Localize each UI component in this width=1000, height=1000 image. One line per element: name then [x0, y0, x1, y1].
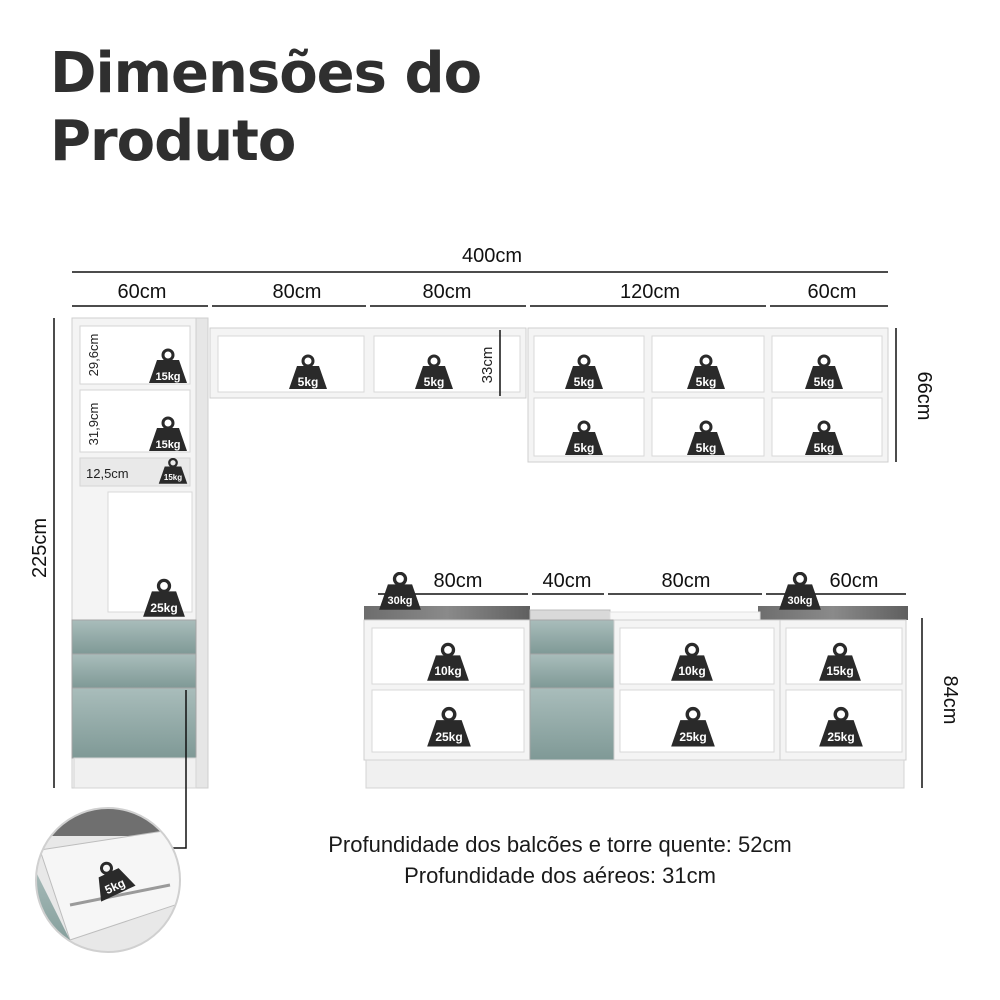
svg-text:5kg: 5kg	[298, 375, 319, 389]
svg-text:10kg: 10kg	[678, 664, 705, 678]
top-dimension-lines	[72, 271, 888, 307]
weight-badge-upper-8: 5kg	[804, 420, 844, 456]
weight-badge-base-3: 15kg	[818, 642, 862, 682]
weight-badge-countertop-1: 30kg	[378, 572, 422, 610]
svg-text:25kg: 25kg	[679, 730, 706, 744]
weight-badge-base-1: 10kg	[426, 642, 470, 682]
upper-width-1: 60cm	[118, 281, 167, 303]
base-height-label: 84cm	[939, 676, 961, 725]
upper-width-2: 80cm	[273, 281, 322, 303]
title-line-1: Dimensões do	[50, 41, 482, 106]
weight-badge-countertop-2: 30kg	[778, 572, 822, 610]
svg-text:15kg: 15kg	[155, 371, 180, 383]
base-width-2: 40cm	[543, 570, 592, 592]
weight-badge-upper-5: 5kg	[804, 354, 844, 390]
upper-small-height-label: 33cm	[479, 347, 496, 384]
weight-badge-tower-1: 15kg	[148, 348, 188, 384]
base-cabinets	[363, 606, 908, 789]
svg-text:30kg: 30kg	[787, 595, 812, 607]
svg-text:30kg: 30kg	[387, 595, 412, 607]
svg-text:25kg: 25kg	[827, 730, 854, 744]
base-width-1: 80cm	[434, 570, 483, 592]
depth-note-upper: Profundidade dos aéreos: 31cm	[404, 863, 716, 888]
base-width-4: 60cm	[830, 570, 879, 592]
drawer-detail-inset: 5kg	[35, 807, 181, 953]
svg-text:25kg: 25kg	[150, 601, 177, 615]
niche-height-3: 12,5cm	[86, 466, 129, 481]
svg-text:5kg: 5kg	[814, 375, 835, 389]
upper-width-5: 60cm	[808, 281, 857, 303]
svg-text:5kg: 5kg	[424, 375, 445, 389]
svg-text:15kg: 15kg	[155, 439, 180, 451]
weight-badge-tower-2: 15kg	[148, 416, 188, 452]
drawer-callout-line	[172, 690, 187, 849]
depth-note-base: Profundidade dos balcões e torre quente:…	[328, 832, 792, 857]
upper-height-label: 66cm	[913, 372, 935, 421]
weight-badge-upper-7: 5kg	[686, 420, 726, 456]
weight-badge-upper-2: 5kg	[414, 354, 454, 390]
weight-badge-tower-3: 15kg	[158, 458, 188, 484]
svg-text:5kg: 5kg	[814, 441, 835, 455]
base-width-3: 80cm	[662, 570, 711, 592]
upper-width-3: 80cm	[423, 281, 472, 303]
tower-cabinet	[71, 317, 209, 789]
weight-badge-base-2: 10kg	[670, 642, 714, 682]
weight-badge-base-6: 25kg	[818, 706, 864, 748]
weight-badge-base-4: 25kg	[426, 706, 472, 748]
svg-text:10kg: 10kg	[434, 664, 461, 678]
svg-text:25kg: 25kg	[435, 730, 462, 744]
upper-cabinets	[209, 327, 889, 463]
weight-badge-upper-3: 5kg	[564, 354, 604, 390]
weight-badge-upper-1: 5kg	[288, 354, 328, 390]
total-width-label: 400cm	[462, 245, 522, 267]
weight-badge-base-5: 25kg	[670, 706, 716, 748]
svg-text:15kg: 15kg	[164, 473, 182, 482]
weight-badge-upper-4: 5kg	[686, 354, 726, 390]
svg-text:5kg: 5kg	[574, 375, 595, 389]
svg-text:5kg: 5kg	[574, 441, 595, 455]
svg-text:15kg: 15kg	[826, 664, 853, 678]
niche-height-2: 31,9cm	[86, 403, 101, 446]
page-title: Dimensões do Produto	[50, 40, 482, 176]
title-line-2: Produto	[50, 109, 296, 174]
svg-text:5kg: 5kg	[696, 375, 717, 389]
niche-height-1: 29,6cm	[86, 334, 101, 377]
upper-width-4: 120cm	[620, 281, 680, 303]
weight-badge-tower-4: 25kg	[142, 578, 186, 618]
tower-height-label: 225cm	[29, 518, 51, 578]
weight-badge-upper-6: 5kg	[564, 420, 604, 456]
svg-text:5kg: 5kg	[696, 441, 717, 455]
